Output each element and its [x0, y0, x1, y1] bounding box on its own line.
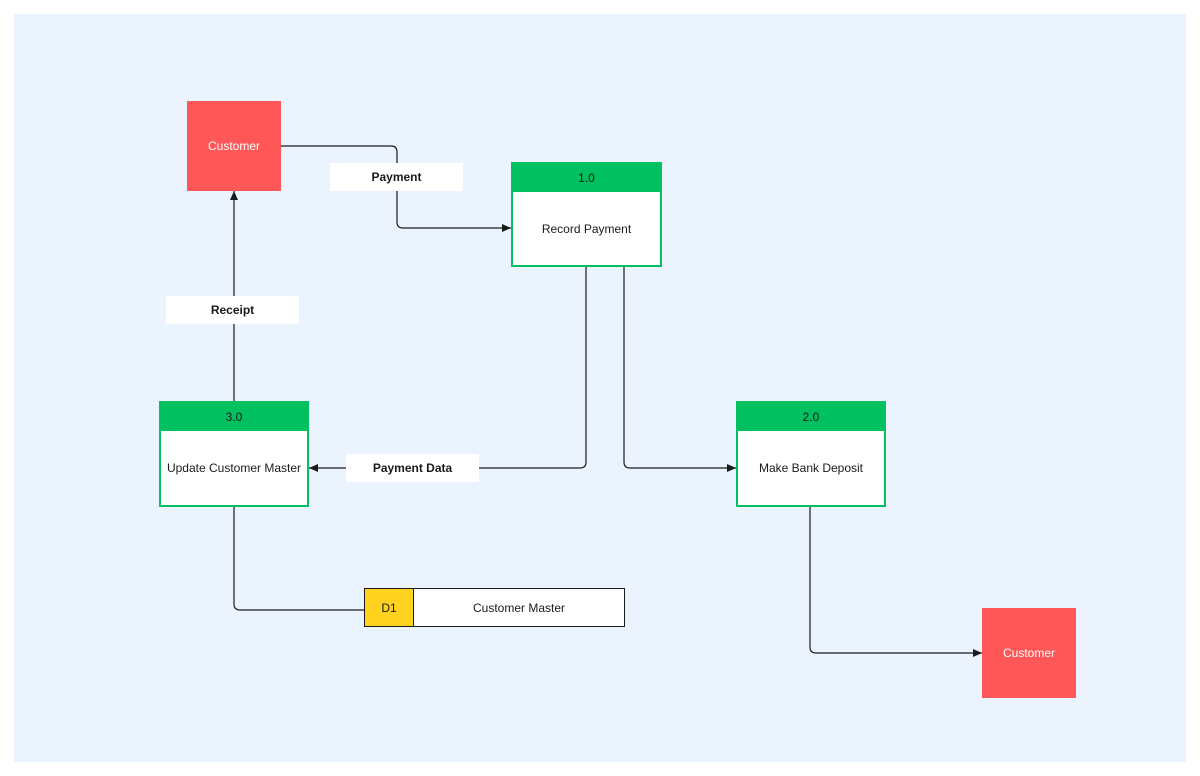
process-id: 2.0 [738, 403, 884, 431]
process-name: Record Payment [541, 221, 632, 236]
data-store-customer-master[interactable]: D1 Customer Master [364, 588, 625, 627]
flow-label-receipt[interactable]: Receipt [166, 296, 299, 324]
process-id: 1.0 [513, 164, 660, 192]
customer-entity-label: Customer [1002, 646, 1055, 660]
customer-entity-top[interactable]: Customer [187, 101, 281, 191]
flow-label-payment[interactable]: Payment [330, 163, 463, 191]
flow-label-payment-data[interactable]: Payment Data [346, 454, 479, 482]
process-name: Make Bank Deposit [758, 461, 864, 475]
customer-entity-label: Customer [207, 139, 260, 153]
customer-entity-bottom[interactable]: Customer [982, 608, 1076, 698]
data-store-id: D1 [365, 589, 414, 626]
process-name: Update Customer Master [166, 461, 302, 475]
data-store-name: Customer Master [472, 600, 566, 615]
process-update-customer-master[interactable]: 3.0 Update Customer Master [159, 401, 309, 507]
process-make-bank-deposit[interactable]: 2.0 Make Bank Deposit [736, 401, 886, 507]
process-id: 3.0 [161, 403, 307, 431]
process-record-payment[interactable]: 1.0 Record Payment [511, 162, 662, 267]
